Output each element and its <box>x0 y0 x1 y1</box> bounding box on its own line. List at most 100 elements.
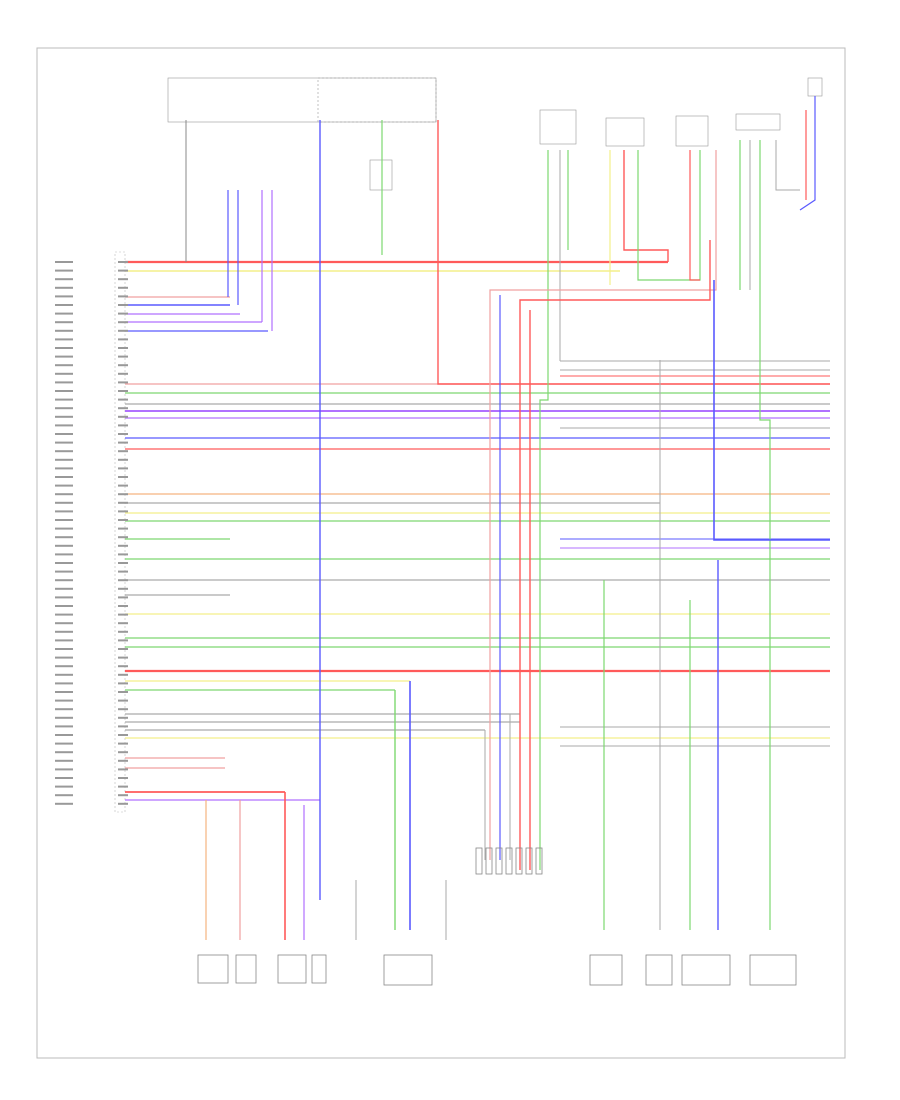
pin-number <box>118 716 128 719</box>
pin-label <box>55 622 73 625</box>
connector-3 <box>495 847 503 875</box>
pin-label <box>55 768 73 771</box>
pin-number <box>118 587 128 590</box>
pin-label <box>55 630 73 633</box>
pin-number <box>118 278 128 281</box>
pin-number <box>118 536 128 539</box>
wire-58 <box>637 150 701 281</box>
pin-number <box>118 605 128 607</box>
pin-number <box>118 329 128 332</box>
pin-label <box>55 673 73 676</box>
pin-number <box>118 527 128 530</box>
pin-label <box>55 613 73 616</box>
component-layer <box>197 847 797 986</box>
pin-label <box>55 665 73 668</box>
pin-label <box>55 751 73 754</box>
pin-number <box>118 699 128 702</box>
pin-number <box>118 261 128 263</box>
pin-number <box>118 562 128 564</box>
pin-number <box>118 424 128 427</box>
component-3 <box>277 954 307 984</box>
pin-label <box>55 476 73 478</box>
pin-label <box>55 570 73 573</box>
pin-number <box>118 390 128 392</box>
pin-label <box>55 699 73 702</box>
pin-label <box>55 742 73 745</box>
pin-label <box>55 424 73 427</box>
pin-number <box>118 415 128 418</box>
pin-number <box>118 269 128 272</box>
pin-number <box>118 355 128 358</box>
pin-number <box>118 407 128 410</box>
pin-label <box>55 802 73 805</box>
pin-label <box>55 682 73 685</box>
pin-number <box>118 544 128 547</box>
pin-label <box>55 519 73 521</box>
pin-number <box>118 708 128 711</box>
pin-number <box>118 519 128 521</box>
pin-number <box>118 622 128 625</box>
pin-label <box>55 415 73 418</box>
pin-number <box>118 484 128 487</box>
pin-number <box>118 777 128 779</box>
pin-label <box>55 510 73 513</box>
pin-number <box>118 321 128 324</box>
component-9 <box>749 954 797 986</box>
component-5 <box>383 954 433 986</box>
pin-number <box>118 398 128 401</box>
pin-number <box>118 751 128 754</box>
pin-label <box>55 794 73 797</box>
pin-label <box>55 295 73 298</box>
pin-number <box>118 673 128 676</box>
pin-label <box>55 501 73 504</box>
pin-number <box>118 510 128 513</box>
wire-48 <box>437 120 830 385</box>
component-7 <box>645 954 673 986</box>
pin-number <box>118 648 128 650</box>
wire-71 <box>713 280 830 541</box>
pin-label <box>55 372 73 375</box>
pin-label <box>55 458 73 461</box>
label-layer <box>55 261 128 805</box>
wire-layer <box>125 96 830 940</box>
pin-label <box>55 338 73 341</box>
pin-number <box>118 372 128 375</box>
pin-number <box>118 467 128 470</box>
pin-number <box>118 759 128 762</box>
wire-57 <box>623 150 669 262</box>
pin-number <box>118 785 128 788</box>
pin-number <box>118 493 128 496</box>
pin-label <box>55 484 73 487</box>
connector-1 <box>475 847 483 875</box>
connector-5 <box>515 847 523 875</box>
wire-59 <box>689 150 700 281</box>
pin-label <box>55 286 73 289</box>
connector-2 <box>485 847 493 875</box>
connector-6 <box>525 847 533 875</box>
pin-label <box>55 639 73 642</box>
pin-label <box>55 261 73 263</box>
component-1 <box>197 954 229 984</box>
pin-label <box>55 759 73 762</box>
wire-65 <box>759 140 771 930</box>
pin-label <box>55 364 73 367</box>
pin-label <box>55 450 73 453</box>
pin-label <box>55 278 73 281</box>
pin-number <box>118 613 128 616</box>
pin-number <box>118 802 128 805</box>
pin-number <box>118 450 128 453</box>
pin-label <box>55 312 73 315</box>
pin-number <box>118 476 128 478</box>
ecm-connector-block <box>114 251 126 813</box>
pin-label <box>55 304 73 306</box>
wire-62 <box>519 240 711 870</box>
pin-label <box>55 691 73 693</box>
fuse-relay-box <box>167 77 823 191</box>
pin-number <box>118 295 128 298</box>
pin-number <box>118 691 128 693</box>
component-4 <box>311 954 327 984</box>
pin-label <box>55 493 73 496</box>
pin-number <box>118 433 128 435</box>
pin-number <box>118 682 128 685</box>
pin-number <box>118 441 128 444</box>
